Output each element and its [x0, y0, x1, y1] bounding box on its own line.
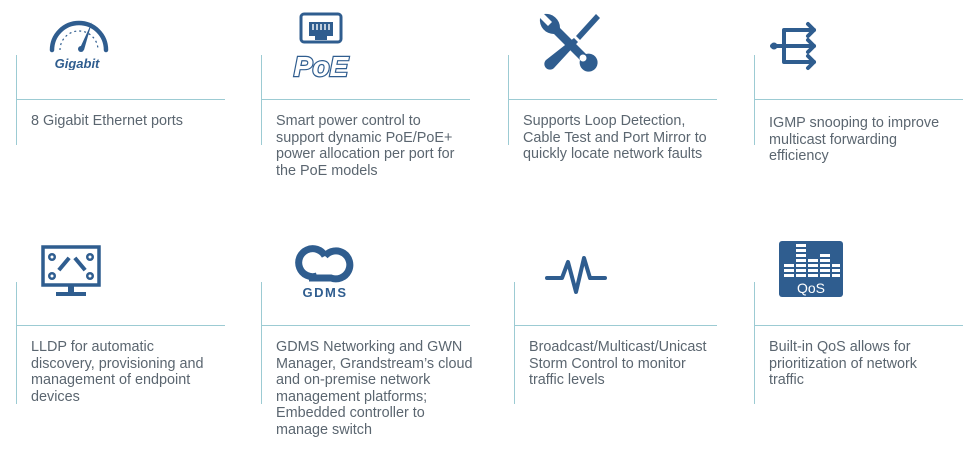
desc-line: Smart power control to [276, 113, 421, 129]
desc-line: Storm Control to monitor [529, 355, 686, 372]
card-divider-horizontal [261, 99, 470, 100]
desc-line: prioritization of network [769, 355, 917, 372]
card-divider-horizontal [16, 99, 225, 100]
desc-line: LLDP for automatic [31, 339, 154, 355]
desc-line: Built-in QoS allows for [769, 339, 911, 355]
gigabit-badge: Gigabit [55, 56, 100, 70]
desc-line: management of endpoint [31, 372, 191, 389]
qos-badge: QoS [797, 280, 825, 296]
desc-line: Embedded controller to [276, 405, 425, 422]
traffic-pulse-icon [545, 256, 607, 294]
desc-line: Cable Test and Port Mirror to [523, 129, 707, 146]
wrench-screwdriver-icon [539, 13, 600, 72]
desc-line: support dynamic PoE/PoE+ [276, 129, 453, 146]
desc-line: power allocation per port for [276, 146, 455, 163]
card-divider-vertical [16, 282, 17, 404]
card-divider-vertical [261, 282, 262, 404]
desc-line: Broadcast/Multicast/Unicast [529, 339, 707, 355]
feature-description: LLDP for automatic discovery, provisioni… [31, 339, 204, 405]
feature-description: 8 Gigabit Ethernet ports [31, 113, 183, 130]
qos-equalizer-icon: QoS [779, 241, 843, 297]
desc-line: Manager, Grandstream’s cloud [276, 355, 473, 372]
card-divider-vertical [16, 55, 17, 145]
card-divider-horizontal [754, 325, 963, 326]
card-divider-vertical [514, 282, 515, 404]
card-divider-horizontal [754, 99, 963, 100]
gigabit-speedometer-icon: Gigabit [49, 20, 109, 70]
desc-line: traffic levels [529, 372, 605, 389]
card-divider-horizontal [261, 325, 470, 326]
card-divider-horizontal [514, 325, 717, 326]
card-divider-vertical [508, 55, 509, 145]
desc-line: devices [31, 388, 80, 405]
gdms-badge: GDMS [303, 285, 348, 300]
card-divider-vertical [754, 55, 755, 145]
desc-line: GDMS Networking and GWN [276, 339, 463, 355]
feature-description: Smart power control to support dynamic P… [276, 113, 454, 179]
desc-line: and on-premise network [276, 372, 431, 389]
feature-description: GDMS Networking and GWN Manager, Grandst… [276, 339, 473, 439]
desc-line: efficiency [769, 148, 829, 165]
desc-line: multicast forwarding [769, 131, 897, 148]
desc-line: Supports Loop Detection, [523, 113, 686, 129]
poe-badge: PoE [294, 51, 350, 80]
multicast-arrows-icon [770, 22, 816, 70]
poe-port-icon: PoE [293, 12, 351, 80]
card-divider-horizontal [508, 99, 717, 100]
desc-line: traffic [769, 372, 804, 389]
desc-line: discovery, provisioning and [31, 355, 204, 372]
desc-line: manage switch [276, 421, 372, 438]
card-divider-vertical [261, 55, 262, 145]
card-divider-horizontal [16, 325, 225, 326]
gdms-cloud-logo-icon: GDMS [295, 245, 354, 300]
desc-line: quickly locate network faults [523, 146, 703, 163]
lldp-monitor-tools-icon [41, 245, 101, 296]
desc-line: 8 Gigabit Ethernet ports [31, 113, 183, 129]
feature-description: Broadcast/Multicast/Unicast Storm Contro… [529, 339, 707, 389]
feature-description: Built-in QoS allows for prioritization o… [769, 339, 917, 389]
desc-line: the PoE models [276, 162, 378, 179]
feature-description: IGMP snooping to improve multicast forwa… [769, 115, 939, 165]
desc-line: management platforms; [276, 388, 428, 405]
desc-line: IGMP snooping to improve [769, 115, 940, 131]
card-divider-vertical [754, 282, 755, 404]
feature-description: Supports Loop Detection, Cable Test and … [523, 113, 707, 163]
